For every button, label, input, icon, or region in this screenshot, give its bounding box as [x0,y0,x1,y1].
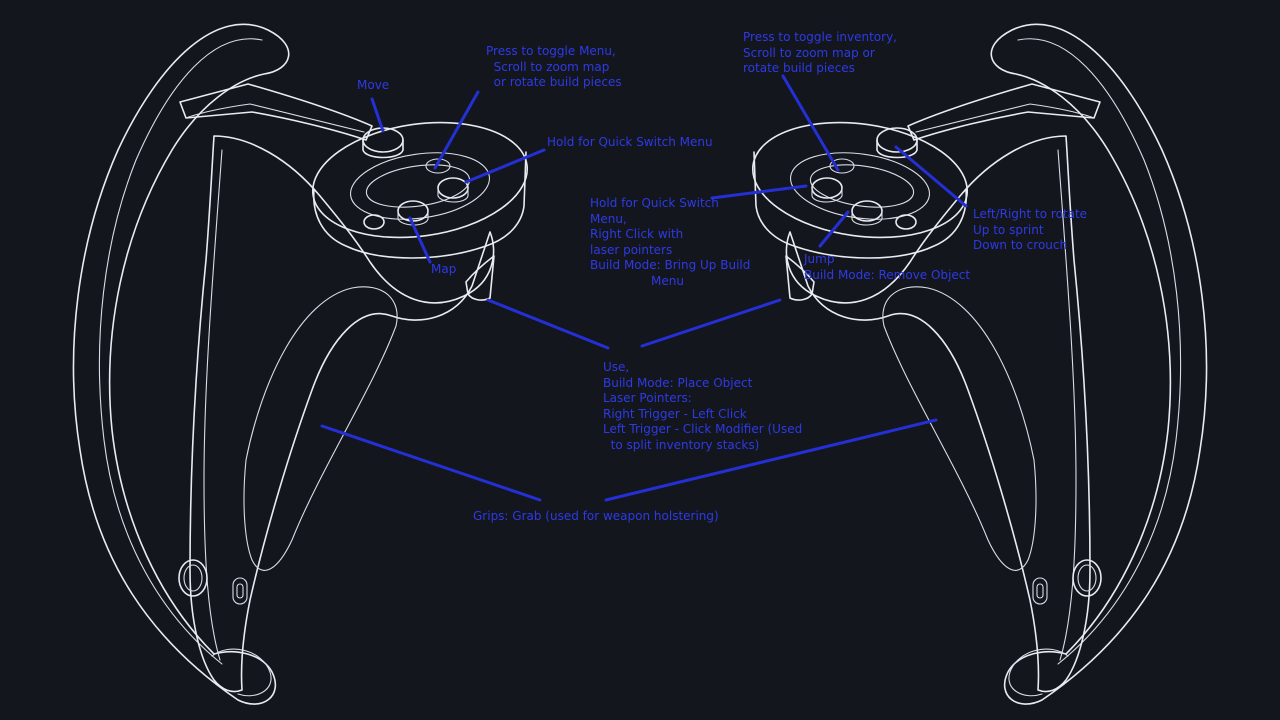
right-bottom-slot-inner [1036,583,1044,599]
left-bottom-button-inner [183,564,203,592]
leader-lines [320,74,968,502]
right-ring-bottom-cap [1008,648,1069,697]
right-trackpad [809,164,915,208]
label-move: Move [357,78,390,92]
label-grips: Grips: Grab (used for weapon holstering) [473,509,719,523]
leader-right-inventory [781,74,840,172]
right-quick-switch-button-side [811,187,843,203]
left-thumbstick-stem [362,139,404,159]
label-map: Map [431,262,457,276]
label-jump: Jump Build Mode: Remove Object [804,252,971,282]
left-map-button [397,200,429,222]
right-ring-inner-edge [1017,38,1182,665]
left-ring-bottom-cap [211,648,272,697]
right-crossbar-edge [915,103,1095,133]
right-grip-inner-panel [882,286,1037,571]
left-head-top [311,121,529,239]
right-small-button [829,158,855,174]
right-head-side [753,151,968,259]
right-jump-button [851,200,883,222]
leader-move [370,97,385,133]
leader-jump [818,210,850,248]
label-right-quick-switch: Hold for Quick Switch Menu, Right Click … [590,196,751,288]
left-crossbar-edge [185,103,365,133]
left-system-button [363,214,385,230]
label-right-thumbstick-click: Press to toggle inventory, Scroll to zoo… [743,30,897,75]
leader-left-grip [320,424,542,502]
right-bottom-slot [1032,577,1048,605]
right-bottom-button [1072,559,1102,597]
left-grip-recess [203,149,223,661]
leader-right-trigger [640,298,782,348]
right-trigger [785,255,815,301]
right-grip-body [785,135,1091,693]
right-head-top [751,121,969,239]
left-outer-ring [72,23,290,705]
left-grip-body [189,135,495,693]
leader-left-menu [433,90,480,170]
left-crossbar [179,83,373,141]
label-left-quick-switch: Hold for Quick Switch Menu [547,135,713,149]
leader-left-quick-switch [464,148,546,184]
right-jump-button-side [851,210,883,226]
left-bottom-slot-inner [236,583,244,599]
label-left-thumbstick-click: Press to toggle Menu, Scroll to zoom map… [486,44,622,89]
left-trackpad [365,164,471,208]
right-system-button [895,214,917,230]
right-grip-recess [1057,149,1077,661]
left-small-button [425,158,451,174]
left-trigger [465,255,495,301]
leader-right-stick [894,145,968,208]
leader-map [408,216,432,264]
left-quick-switch-button [437,177,469,199]
right-controller [751,23,1208,705]
left-controller [72,23,529,705]
right-thumbstick-stem [876,139,918,159]
label-right-stick: Left/Right to rotate Up to sprint Down t… [973,207,1088,252]
left-ring-inner-edge [98,38,263,665]
left-quick-switch-button-side [437,187,469,203]
leader-left-trigger [486,298,610,350]
left-grip-inner-panel [243,286,398,571]
right-crossbar [907,83,1101,141]
leader-right-quick-switch [710,184,808,200]
left-head-side [312,151,527,259]
left-bottom-button [178,559,208,597]
label-trigger: Use, Build Mode: Place Object Laser Poin… [603,360,803,452]
left-bottom-slot [232,577,248,605]
leader-right-grip [604,418,938,502]
right-quick-switch-button [811,177,843,199]
right-bottom-button-inner [1077,564,1097,592]
right-outer-ring [990,23,1208,705]
